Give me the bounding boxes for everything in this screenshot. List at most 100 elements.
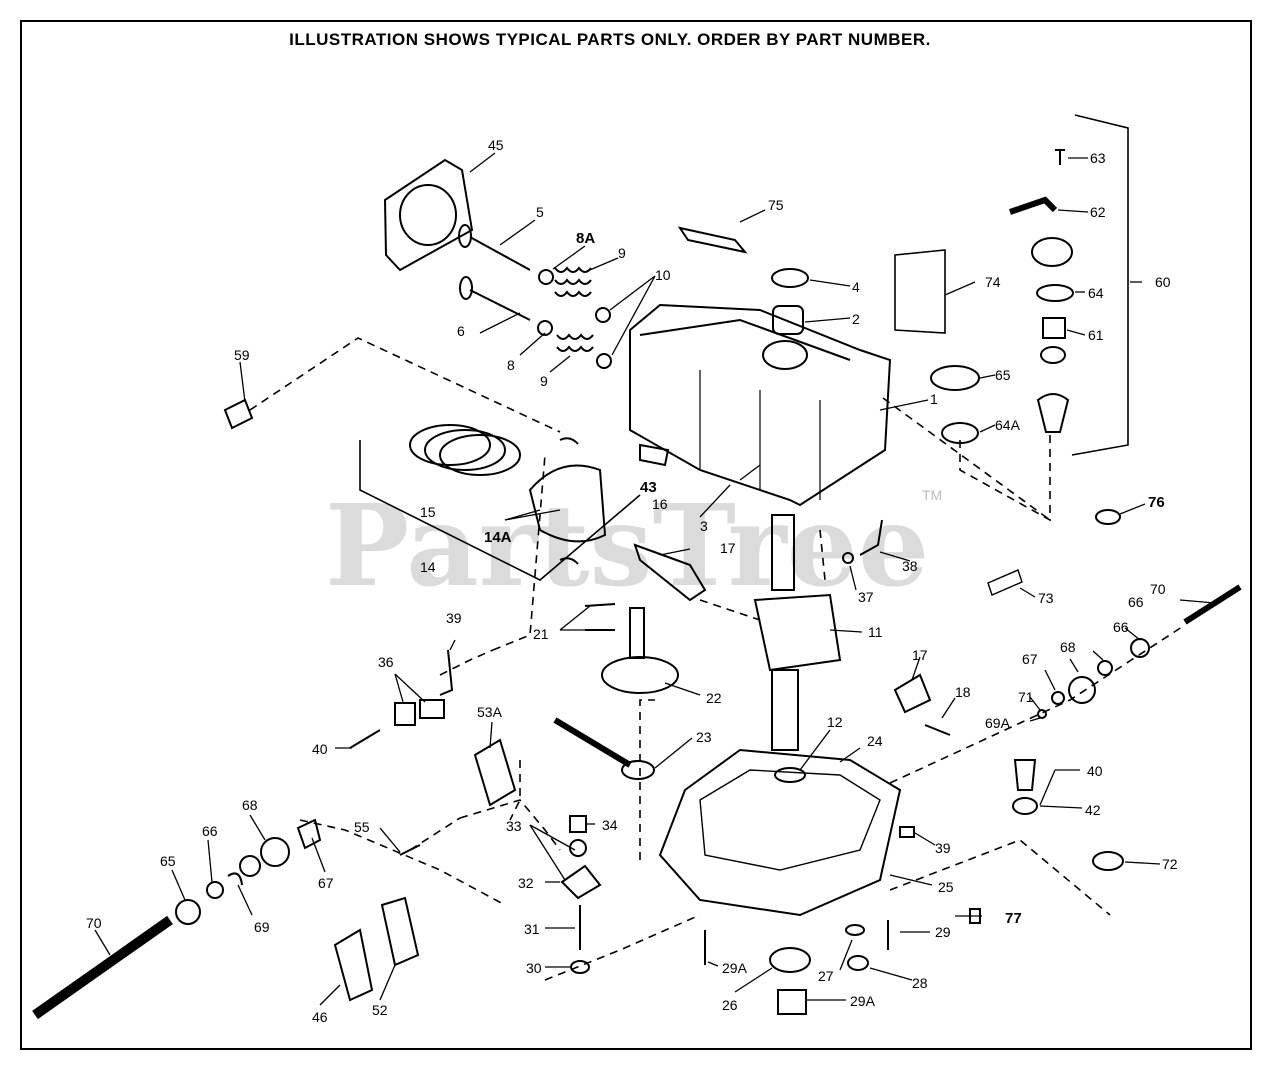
bracket-36-left xyxy=(394,702,416,726)
callout-6: 6 xyxy=(457,323,465,339)
bracket-67-left xyxy=(296,818,322,850)
camshaft-stem xyxy=(629,607,645,659)
head-gasket-part xyxy=(383,158,474,272)
gasket-64-lower xyxy=(941,422,979,444)
piston-part xyxy=(528,464,607,543)
shaft-70 xyxy=(32,915,173,1020)
callout-14: 14 xyxy=(420,559,436,575)
camshaft-rod-end xyxy=(621,760,655,780)
shaft-70a xyxy=(1183,584,1242,625)
callout-69a: 69A xyxy=(985,715,1011,731)
callout-71: 71 xyxy=(1018,689,1034,705)
assembly-dashed-lines xyxy=(249,337,1186,981)
fastener-38 xyxy=(859,519,883,556)
pin-21-upper xyxy=(584,603,616,607)
clip-piston-bottom xyxy=(559,557,579,565)
callout-17-cap: 17 xyxy=(912,647,928,663)
callout-60: 60 xyxy=(1155,274,1171,290)
callout-76: 76 xyxy=(1148,494,1165,511)
callout-12: 12 xyxy=(827,714,843,730)
bushing-30 xyxy=(777,989,807,1015)
callout-26: 26 xyxy=(722,997,738,1013)
callout-38: 38 xyxy=(902,558,918,574)
cylinder-fins xyxy=(699,370,821,500)
callout-16: 16 xyxy=(652,496,668,512)
callout-9-upper: 9 xyxy=(618,245,626,261)
callout-23: 23 xyxy=(696,729,712,745)
crankcase-base xyxy=(658,748,902,917)
callout-61: 61 xyxy=(1088,327,1104,343)
crankshaft-lower-shaft xyxy=(771,669,799,751)
callout-69: 69 xyxy=(254,919,270,935)
clip-45 xyxy=(639,443,670,467)
callout-44: 42 xyxy=(1085,802,1101,818)
seal-72 xyxy=(1092,851,1124,871)
valve-seat-8 xyxy=(537,320,553,336)
callout-32: 31 xyxy=(524,921,540,937)
callout-5: 5 xyxy=(536,204,544,220)
callout-14a: 14A xyxy=(484,529,512,546)
washer-66-right xyxy=(1097,660,1113,676)
callout-3: 3 xyxy=(700,518,708,534)
callout-66-left: 66 xyxy=(202,823,218,839)
callout-11: 11 xyxy=(868,624,883,640)
plate-73 xyxy=(987,569,1023,596)
callout-37: 37 xyxy=(858,589,874,605)
screw-40 xyxy=(349,729,381,749)
valve-seat-8a xyxy=(538,269,554,285)
callout-9-lower: 9 xyxy=(540,373,548,389)
watermark-text: PartsTree xyxy=(325,481,929,612)
flyweight-33 xyxy=(560,864,602,900)
callout-64-block: 64A xyxy=(995,417,1021,433)
clip-69 xyxy=(227,872,243,886)
seal-4 xyxy=(771,268,809,288)
gasket-52 xyxy=(333,928,374,1002)
callout-64-breather: 64 xyxy=(1088,285,1104,301)
callout-15: 15 xyxy=(420,504,436,520)
washer-37 xyxy=(842,552,854,564)
valve-43 xyxy=(1013,759,1037,791)
spring-retainer-lower xyxy=(596,353,612,369)
gasket-64-upper xyxy=(1036,284,1074,302)
callout-36: 36 xyxy=(378,654,394,670)
head-gasket-opening xyxy=(399,184,457,246)
callout-77: 77 xyxy=(1005,910,1022,927)
callout-31: 30 xyxy=(526,960,542,976)
callout-21: 21 xyxy=(533,626,549,642)
screw-63 xyxy=(1055,149,1065,165)
callout-67-left: 67 xyxy=(318,875,334,891)
oil-seal-12 xyxy=(774,767,806,783)
washer-66-left xyxy=(206,881,224,899)
callout-29a: 29A xyxy=(722,960,748,976)
cylinder-block-part xyxy=(629,303,892,507)
breather-group-bracket xyxy=(1071,114,1129,456)
exhaust-valve-stem xyxy=(469,236,531,271)
callout-59: 59 xyxy=(234,347,250,363)
gear-68-right xyxy=(1068,676,1096,704)
seal-44 xyxy=(1012,797,1038,815)
reed-valve xyxy=(1040,346,1066,364)
callout-65-right: 66 xyxy=(1128,594,1144,610)
diagram-frame xyxy=(20,20,1252,1050)
callout-66-right: 66 xyxy=(1113,619,1129,635)
piston-ring-2 xyxy=(424,429,506,471)
bracket-36-right xyxy=(419,699,445,719)
exhaust-valve-head xyxy=(458,224,472,248)
washer-27 xyxy=(845,924,865,936)
callout-52: 46 xyxy=(312,1009,328,1025)
callout-73: 73 xyxy=(1038,590,1054,606)
callout-42: 39 xyxy=(935,840,951,856)
callout-22: 22 xyxy=(706,690,722,706)
callout-17-rod: 17 xyxy=(720,540,736,556)
pin-34 xyxy=(569,839,587,857)
piston-group-bracket xyxy=(359,440,641,581)
spring-retainer-upper xyxy=(595,307,611,323)
diagram-heading: ILLUSTRATION SHOWS TYPICAL PARTS ONLY. O… xyxy=(289,30,931,49)
bearing-65-right xyxy=(1130,638,1150,658)
plate-74 xyxy=(894,249,946,334)
callout-24: 24 xyxy=(867,733,883,749)
camshaft-rod xyxy=(553,717,632,768)
callout-28: 28 xyxy=(912,975,928,991)
callout-40: 40 xyxy=(312,741,328,757)
